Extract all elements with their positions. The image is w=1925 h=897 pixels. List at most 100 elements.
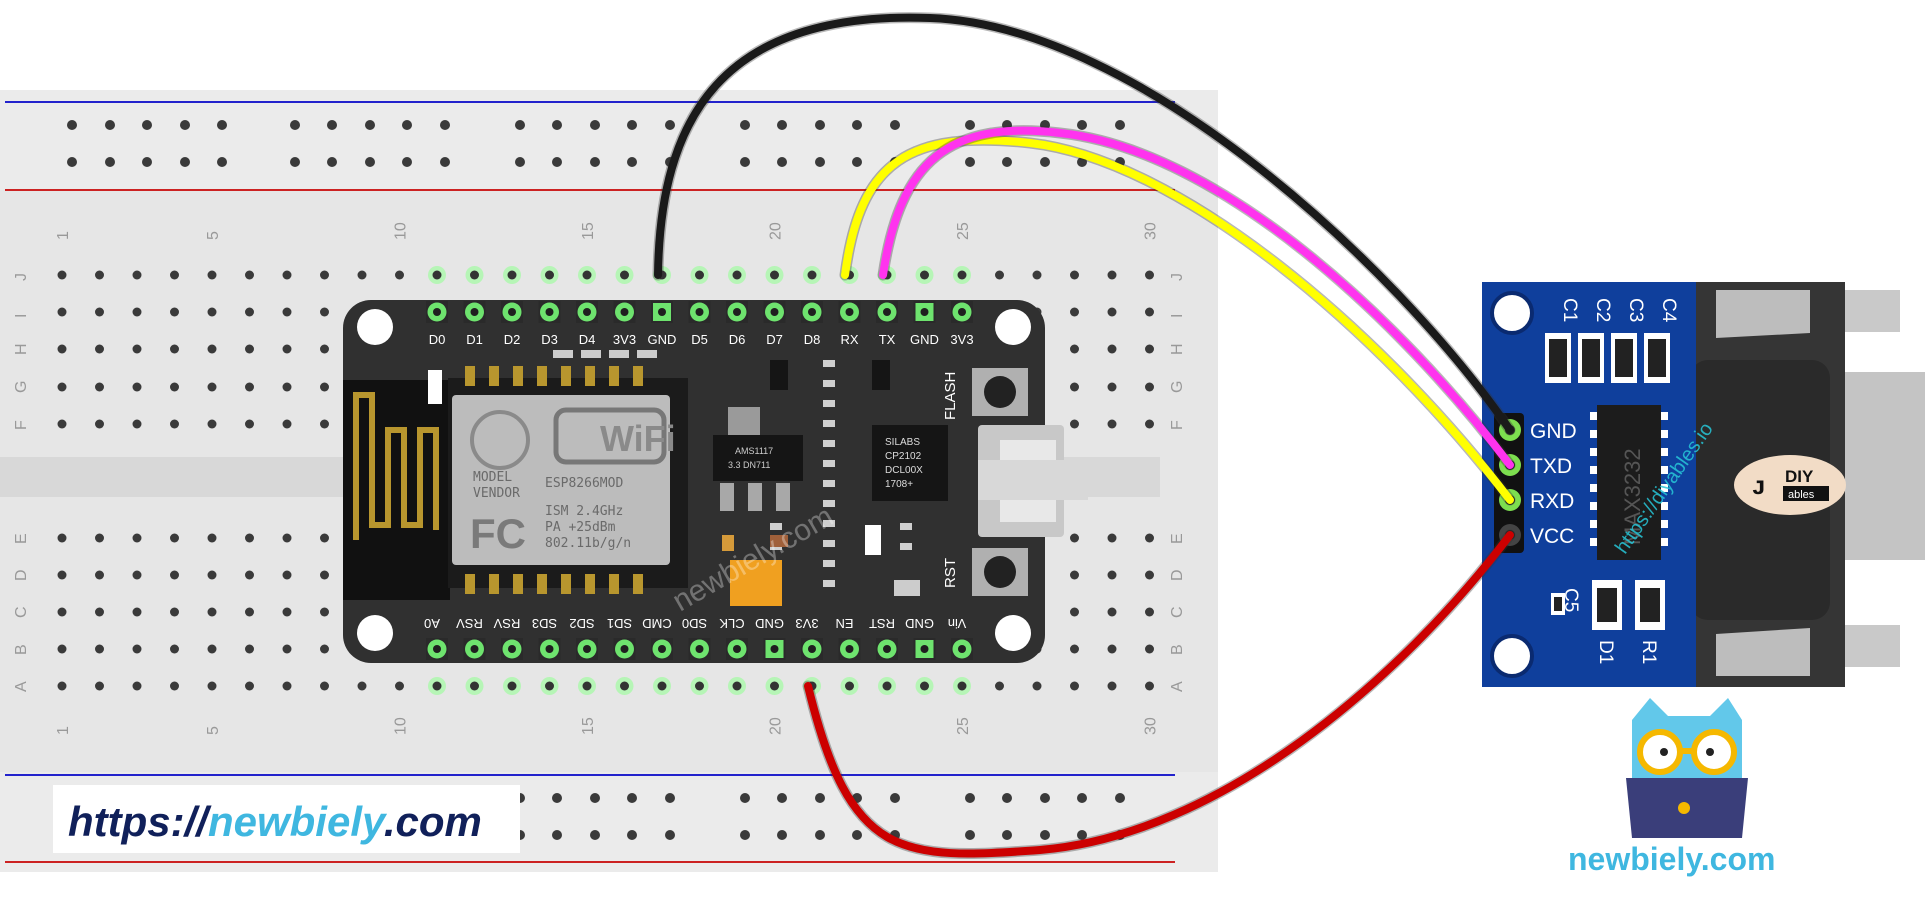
breadboard-hole bbox=[1107, 644, 1117, 654]
max3232-label: MAX3232 bbox=[1620, 448, 1645, 545]
esp-pin-label: CLK bbox=[719, 616, 745, 631]
row-letter: C bbox=[13, 606, 30, 618]
breadboard-hole bbox=[282, 270, 292, 280]
breadboard-hole bbox=[1107, 681, 1117, 691]
breadboard-hole bbox=[57, 681, 67, 691]
breadboard-hole bbox=[1145, 644, 1154, 654]
rail-hole bbox=[965, 157, 975, 167]
usb-chip-date: 1708+ bbox=[885, 479, 913, 490]
rail-hole bbox=[665, 793, 675, 803]
column-number: 25 bbox=[955, 717, 972, 735]
newbiely-logo: newbiely.com bbox=[1568, 698, 1775, 877]
breadboard-hole bbox=[132, 644, 142, 654]
diyables-brand-sub: ables bbox=[1788, 489, 1815, 501]
row-letter: H bbox=[13, 343, 30, 355]
breadboard-hole bbox=[245, 533, 254, 543]
breadboard-hole bbox=[1032, 270, 1042, 280]
row-letter: G bbox=[1169, 381, 1186, 393]
mount-hole bbox=[995, 309, 1031, 345]
breadboard-hole bbox=[1070, 607, 1079, 617]
breadboard-hole bbox=[1107, 270, 1117, 280]
breadboard-hole bbox=[207, 344, 217, 354]
rail-hole bbox=[890, 793, 900, 803]
breadboard-hole bbox=[1145, 533, 1154, 543]
rail-hole bbox=[740, 157, 750, 167]
breadboard-hole bbox=[245, 270, 254, 280]
breadboard-hole bbox=[320, 533, 329, 543]
breadboard-hole bbox=[1107, 570, 1117, 580]
rail-hole bbox=[815, 793, 825, 803]
column-number: 15 bbox=[580, 222, 597, 240]
esp-pin-label: RST bbox=[869, 616, 895, 631]
rail-hole bbox=[552, 830, 562, 840]
column-number: 10 bbox=[393, 222, 410, 240]
column-number: 30 bbox=[1143, 222, 1160, 240]
breadboard-hole bbox=[57, 307, 67, 317]
esp-pin-label: D1 bbox=[466, 332, 483, 347]
flash-button-cap[interactable] bbox=[984, 376, 1016, 408]
row-letter: H bbox=[1169, 343, 1186, 355]
row-letter: I bbox=[13, 314, 30, 318]
breadboard-hole bbox=[207, 307, 217, 317]
rail-hole bbox=[627, 793, 637, 803]
rail-hole bbox=[1002, 830, 1012, 840]
rail-hole bbox=[777, 793, 787, 803]
breadboard-hole bbox=[1107, 307, 1117, 317]
breadboard-hole bbox=[170, 570, 179, 580]
capacitor-label: C2 bbox=[1592, 298, 1613, 322]
flash-label: FLASH bbox=[942, 372, 959, 420]
breadboard-hole bbox=[132, 270, 142, 280]
rail-hole bbox=[965, 830, 975, 840]
column-number: 1 bbox=[55, 231, 72, 240]
breadboard-hole bbox=[320, 607, 329, 617]
rail-hole bbox=[1002, 793, 1012, 803]
rst-label: RST bbox=[942, 558, 959, 588]
rst-button-cap[interactable] bbox=[984, 556, 1016, 588]
rail-hole bbox=[402, 120, 412, 130]
breadboard-hole bbox=[357, 681, 367, 691]
esp-pin-label: 3V3 bbox=[613, 332, 636, 347]
breadboard-hole bbox=[245, 382, 254, 392]
rail-hole bbox=[852, 120, 862, 130]
esp-pin-label: GND bbox=[905, 616, 934, 631]
breadboard-hole bbox=[170, 419, 179, 429]
breadboard-hole bbox=[207, 419, 217, 429]
rail-hole bbox=[815, 830, 825, 840]
rail-hole bbox=[777, 830, 787, 840]
breadboard-hole bbox=[320, 270, 329, 280]
rail-hole bbox=[440, 120, 450, 130]
rail-hole bbox=[180, 157, 190, 167]
esp-pin-label: GND bbox=[910, 332, 939, 347]
row-letter: F bbox=[13, 420, 30, 430]
esp-pin-label: SD0 bbox=[682, 616, 707, 631]
breadboard-hole bbox=[1107, 533, 1117, 543]
rail-hole bbox=[105, 120, 115, 130]
module-name-label: ESP8266MOD bbox=[545, 476, 623, 491]
breadboard-hole bbox=[170, 344, 179, 354]
breadboard-hole bbox=[245, 644, 254, 654]
esp-pin-label: EN bbox=[835, 616, 853, 631]
esp-pin-label: 3V3 bbox=[950, 332, 973, 347]
column-number: 5 bbox=[205, 726, 222, 735]
d1-label: D1 bbox=[1595, 640, 1616, 664]
rail-hole bbox=[515, 120, 525, 130]
breadboard-hole bbox=[282, 533, 292, 543]
breadboard-hole bbox=[1145, 570, 1154, 580]
breadboard-hole bbox=[95, 270, 104, 280]
breadboard-hole bbox=[995, 270, 1004, 280]
breadboard-hole bbox=[1070, 270, 1079, 280]
rail-hole bbox=[1040, 793, 1050, 803]
breadboard-hole bbox=[1107, 344, 1117, 354]
breadboard-hole bbox=[282, 307, 292, 317]
esp8266-board: WiFi MODEL VENDOR ESP8266MOD FC ISM 2.4G… bbox=[343, 300, 1088, 663]
rail-hole bbox=[402, 157, 412, 167]
breadboard-hole bbox=[320, 570, 329, 580]
breadboard-hole bbox=[132, 681, 142, 691]
url-banner: https://newbiely.com bbox=[53, 785, 520, 853]
rail-hole bbox=[217, 120, 227, 130]
breadboard-hole bbox=[132, 344, 142, 354]
module-model-label: MODEL bbox=[473, 470, 512, 485]
antenna-trace bbox=[353, 392, 439, 540]
breadboard-hole bbox=[245, 307, 254, 317]
